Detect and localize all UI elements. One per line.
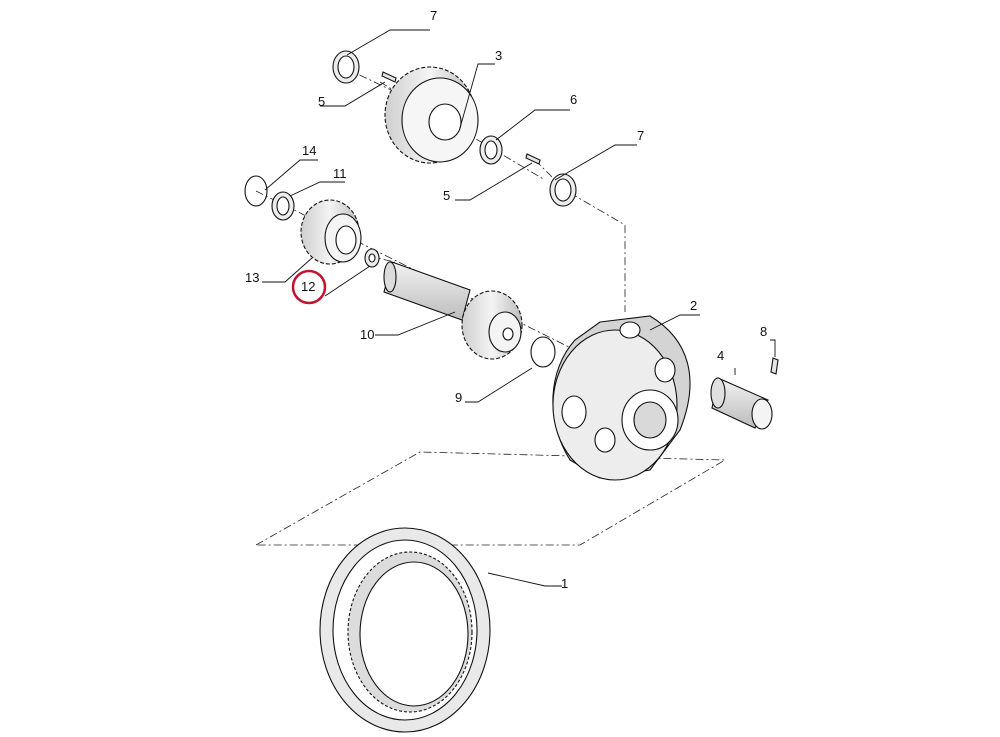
callout-7-lower[interactable]: 7 [637, 128, 644, 143]
callout-3[interactable]: 3 [495, 48, 502, 63]
thrust-washer-part-7-upper[interactable] [332, 50, 360, 84]
callout-9[interactable]: 9 [455, 390, 462, 405]
callout-13[interactable]: 13 [245, 270, 259, 285]
callout-2[interactable]: 2 [690, 298, 697, 313]
callout-10[interactable]: 10 [360, 327, 374, 342]
spacer-part-6[interactable] [479, 135, 503, 165]
washer-part-11[interactable] [271, 191, 295, 221]
roll-pin-part-5-upper[interactable] [381, 71, 397, 83]
callout-8[interactable]: 8 [760, 324, 767, 339]
callout-7-upper[interactable]: 7 [430, 8, 437, 23]
pin-part-8[interactable] [770, 357, 779, 375]
callout-5-upper[interactable]: 5 [318, 94, 325, 109]
callout-4[interactable]: 4 [717, 348, 724, 363]
retaining-ring-part-14[interactable] [244, 175, 268, 207]
highlight-circle [291, 269, 327, 305]
leader-lines [262, 29, 776, 587]
ring-part-12[interactable] [364, 248, 380, 268]
roll-pin-part-5-lower[interactable] [525, 153, 541, 165]
callout-14[interactable]: 14 [302, 143, 316, 158]
splined-gear-part-13[interactable] [300, 199, 362, 265]
ring-gear-part-1[interactable] [319, 527, 491, 733]
planet-pin-part-4[interactable] [710, 377, 773, 430]
planet-carrier-part-2[interactable] [552, 315, 691, 481]
sun-shaft-part-10[interactable] [383, 261, 523, 360]
callout-12[interactable]: 12 [301, 279, 315, 294]
callout-6[interactable]: 6 [570, 92, 577, 107]
thrust-washer-part-7-lower[interactable] [549, 173, 577, 207]
callout-1[interactable]: 1 [561, 576, 568, 591]
callout-labels: 7 5 3 6 7 5 14 11 13 12 10 9 2 4 8 1 [245, 8, 767, 591]
snap-ring-part-9[interactable] [530, 336, 556, 368]
callout-5-lower[interactable]: 5 [443, 188, 450, 203]
spur-gear-part-3[interactable] [384, 66, 479, 164]
callout-11[interactable]: 11 [333, 166, 347, 181]
